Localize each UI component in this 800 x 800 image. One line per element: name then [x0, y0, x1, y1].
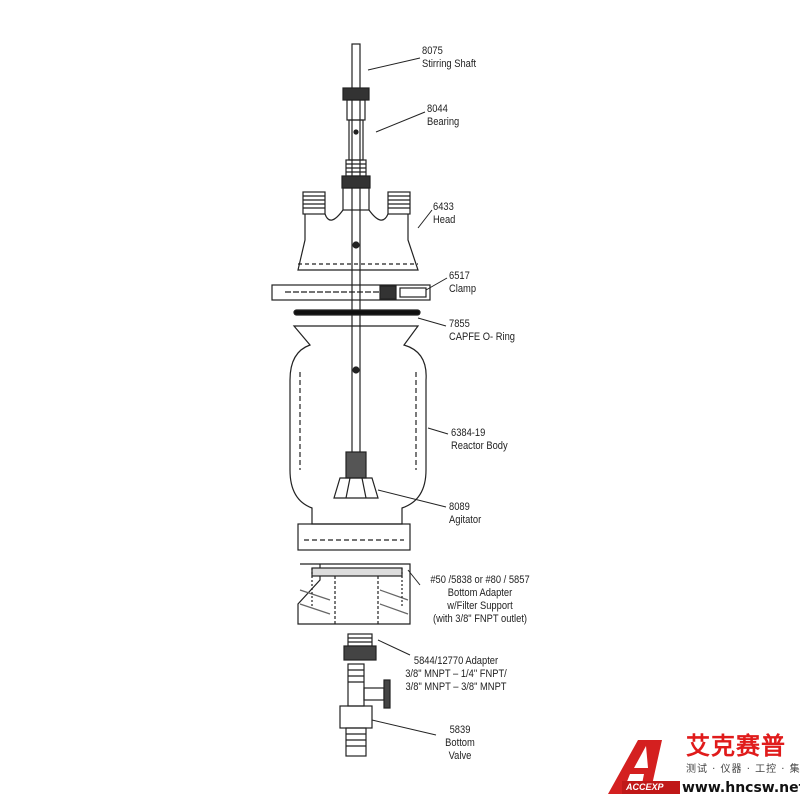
label-bottom-adapter: #50 /5838 or #80 / 5857 Bottom Adapter w…	[416, 574, 544, 626]
adapter-drawing	[343, 633, 377, 661]
part-number: 6433	[433, 201, 454, 213]
label-head: 6433 Head	[433, 201, 455, 227]
part-name: CAPFE O- Ring	[449, 331, 515, 343]
label-line: w/Filter Support	[447, 600, 513, 612]
label-line: 5839	[449, 724, 471, 736]
reactor-body-drawing	[289, 325, 427, 551]
watermark-logo: ACCEXP 艾克赛普 测试 · 仪器 · 工控 · 集成 www.hncsw.…	[600, 732, 800, 800]
label-line: Bottom	[445, 737, 475, 749]
label-agitator: 8089 Agitator	[449, 501, 481, 527]
o-ring-drawing	[293, 309, 421, 316]
logo-tagline: 测试 · 仪器 · 工控 · 集成	[686, 764, 800, 775]
agitator-drawing	[333, 451, 379, 499]
label-line: 5844/12770 Adapter	[413, 655, 499, 667]
label-bottom-valve: 5839 Bottom Valve	[435, 724, 486, 763]
label-line: 3/8" MNPT – 3/8" MNPT	[405, 681, 507, 693]
logo-brand: ACCEXP	[626, 782, 664, 792]
bearing-drawing	[341, 87, 371, 189]
logo-chinese-name: 艾克赛普	[686, 732, 786, 760]
part-number: 7855	[449, 318, 470, 330]
leader-lines	[367, 57, 449, 736]
label-line: Bottom Adapter	[447, 587, 513, 599]
part-number: 8089	[449, 501, 470, 513]
label-stirring-shaft: 8075 Stirring Shaft	[422, 45, 476, 71]
part-name: Bearing	[427, 116, 460, 128]
part-name: Clamp	[449, 283, 477, 295]
label-line: 3/8" MNPT – 1/4" FNPT/	[405, 668, 507, 680]
part-name: Head	[433, 214, 456, 226]
part-name: Stirring Shaft	[422, 58, 477, 70]
label-bearing: 8044 Bearing	[427, 103, 459, 129]
part-number: 8044	[427, 103, 448, 115]
label-reactor-body: 6384-19 Reactor Body	[451, 427, 508, 453]
label-line: #50 /5838 or #80 / 5857	[430, 574, 530, 586]
part-number: 6517	[449, 270, 470, 282]
clamp-drawing	[271, 284, 431, 301]
label-line: Valve	[448, 750, 472, 762]
label-clamp: 6517 Clamp	[449, 270, 476, 296]
part-number: 6384-19	[451, 427, 486, 439]
bottom-adapter-drawing	[297, 563, 411, 625]
part-name: Reactor Body	[451, 440, 508, 452]
part-number: 8075	[422, 45, 443, 57]
logo-website: www.hncsw.net	[682, 780, 800, 796]
label-o-ring: 7855 CAPFE O- Ring	[449, 318, 515, 344]
label-line: (with 3/8" FNPT outlet)	[432, 613, 528, 625]
logo-a-mark-icon	[608, 740, 680, 794]
head-drawing	[297, 187, 419, 271]
bottom-valve-drawing	[339, 663, 391, 757]
label-adapter: 5844/12770 Adapter 3/8" MNPT – 1/4" FNPT…	[401, 655, 512, 694]
stirring-shaft-drawing	[351, 43, 361, 455]
part-name: Agitator	[449, 514, 482, 526]
